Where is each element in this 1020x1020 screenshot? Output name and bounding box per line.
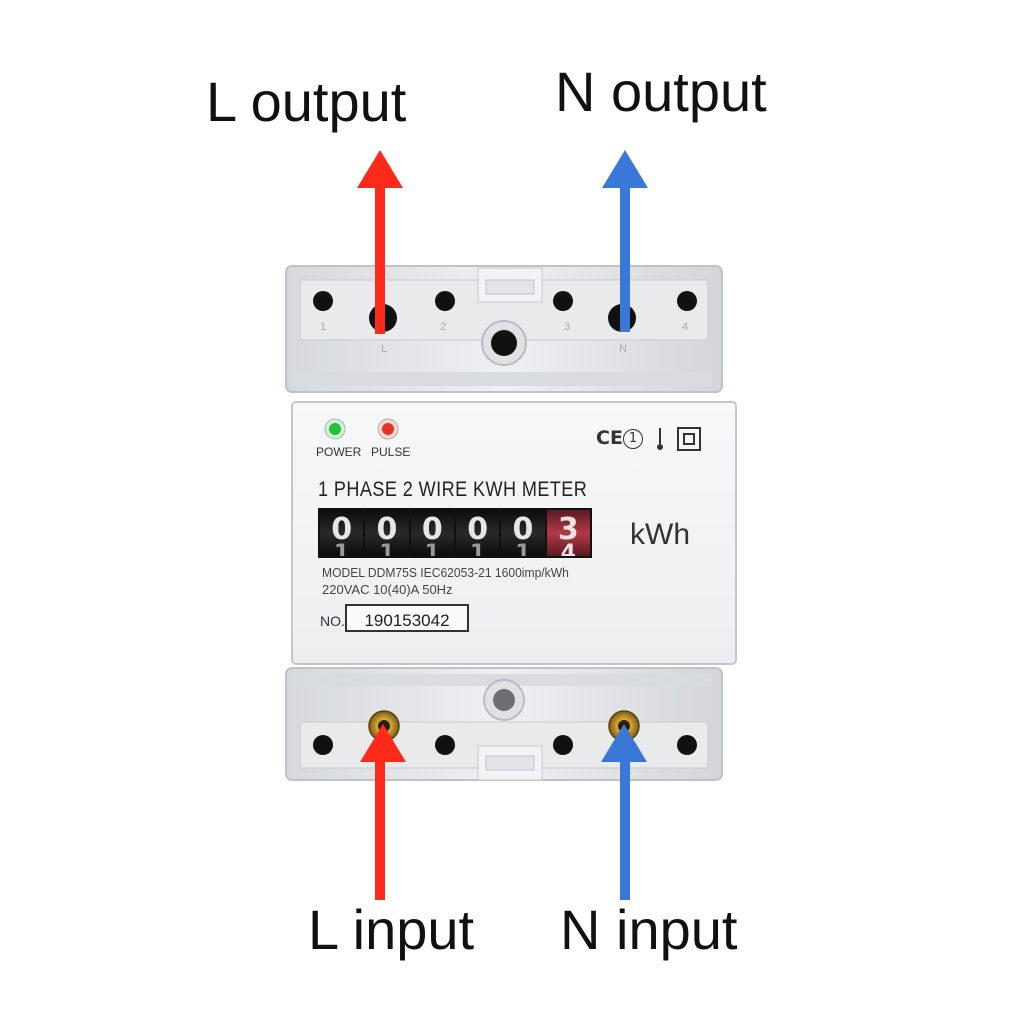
n-input-arrow [601, 724, 647, 900]
counter-digit-value: 3 [557, 512, 579, 547]
n-output-label: N output [555, 60, 767, 123]
pulse-led [377, 418, 399, 440]
power-led [324, 418, 346, 440]
counter-digit-next: 1 [334, 541, 350, 556]
l-input-label: L input [308, 898, 475, 961]
pulse-led-label: PULSE [371, 445, 411, 459]
serial-prefix: NO. [320, 613, 345, 629]
counter-digit-next: 4 [560, 541, 576, 556]
serial-number-box: 190153042 [345, 604, 469, 632]
n-output-arrow [602, 150, 648, 332]
accuracy-class-mark: 1 [623, 429, 643, 449]
l-input-arrow [360, 724, 406, 900]
temperature-icon [657, 428, 663, 450]
terminal-letter-n: N [619, 343, 627, 355]
n-input-label: N input [560, 898, 738, 961]
terminal-number-1: 1 [320, 321, 327, 333]
kwh-unit-label: kWh [630, 518, 690, 551]
terminal-number-4: 4 [682, 321, 689, 333]
counter-digit-next: 1 [469, 541, 486, 556]
ce-mark: CE [596, 427, 623, 449]
top-terminal-cover [285, 265, 723, 393]
model-spec-line: MODEL DDM75S IEC62053-21 1600imp/kWh [322, 565, 569, 580]
counter-digit-value: 0 [467, 512, 489, 547]
counter-digit-value: 0 [421, 512, 443, 547]
counter-digit-value: 0 [376, 512, 398, 547]
serial-number: 190153042 [364, 611, 450, 630]
terminal-number-3: 3 [564, 321, 571, 333]
terminal-letter-l: L [381, 343, 388, 355]
power-led-label: POWER [316, 445, 362, 459]
counter-digit-next: 1 [379, 541, 395, 556]
l-output-arrow [357, 150, 403, 334]
counter-digit-value: 0 [512, 512, 534, 547]
double-insulation-icon [677, 427, 701, 451]
l-output-label: L output [206, 70, 407, 133]
terminal-number-2: 2 [440, 321, 447, 333]
meter-title: 1 PHASE 2 WIRE KWH METER [318, 478, 588, 501]
counter-digit-next: 1 [515, 541, 531, 556]
electrical-spec-line: 220VAC 10(40)A 50Hz [322, 582, 453, 597]
counter-digit-next: 1 [424, 541, 440, 556]
counter-digit-value: 0 [331, 512, 353, 547]
bottom-terminal-holes [313, 679, 697, 755]
